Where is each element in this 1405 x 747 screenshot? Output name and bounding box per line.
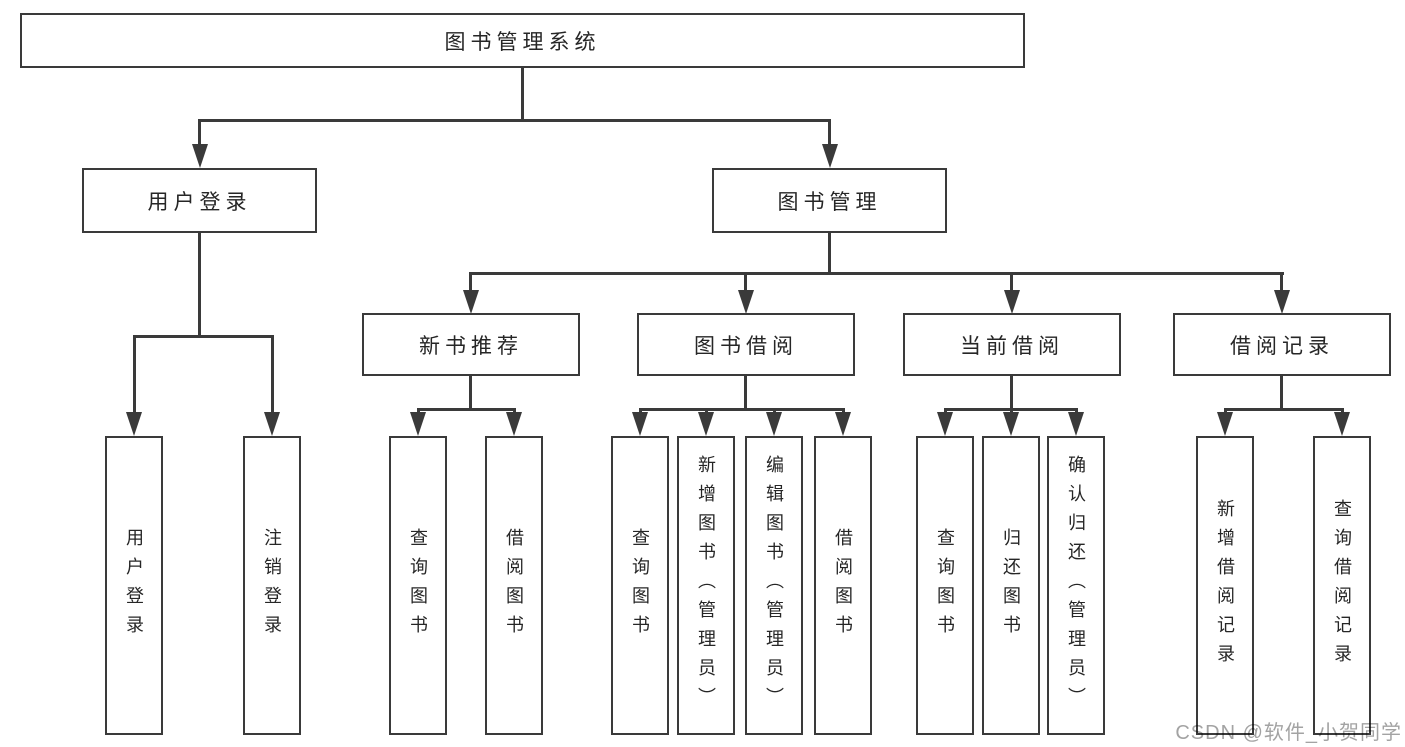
node-label: 新增图书（管理员） [696,455,716,716]
connector-line [828,233,831,274]
connector-line [1010,376,1013,410]
arrowhead [822,144,838,168]
node-library-system: 图书管理系统 [20,13,1025,68]
connector-line [521,68,524,121]
arrowhead [698,412,714,436]
leaf-edit-books-admin: 编辑图书（管理员） [745,436,803,735]
leaf-borrow-borrow-books: 借阅图书 [814,436,872,735]
arrowhead [937,412,953,436]
leaf-borrow-query-books: 查询图书 [611,436,669,735]
connector-line [1010,272,1013,292]
node-label: 图书管理系统 [444,30,601,54]
connector-line [198,233,201,337]
node-borrow-record: 借阅记录 [1173,313,1391,376]
leaf-logout: 注销登录 [243,436,301,735]
node-label: 查询图书 [935,527,955,644]
node-book-management: 图书管理 [712,168,947,233]
node-book-borrow: 图书借阅 [637,313,855,376]
node-label: 用户登录 [147,190,252,214]
node-label: 归还图书 [1001,527,1021,644]
connector-line [744,272,747,292]
connector-line [198,119,201,147]
arrowhead [410,412,426,436]
node-new-book-recommend: 新书推荐 [362,313,580,376]
node-label: 注销登录 [262,527,282,644]
node-label: 借阅记录 [1230,334,1334,358]
arrowhead [1003,412,1019,436]
arrowhead [766,412,782,436]
arrowhead [835,412,851,436]
node-user-login: 用户登录 [82,168,317,233]
arrowhead [1004,290,1020,314]
node-label: 查询图书 [630,527,650,644]
connector-line [198,119,831,122]
arrowhead [1068,412,1084,436]
connector-line [1280,376,1283,410]
arrowhead [463,290,479,314]
connector-line [1280,272,1283,292]
connector-line [469,272,472,292]
node-label: 当前借阅 [960,334,1064,358]
connector-line [639,408,845,411]
arrowhead [192,144,208,168]
watermark: CSDN @软件_小贺同学 [1175,722,1402,744]
leaf-current-query-books: 查询图书 [916,436,974,735]
arrowhead [1274,290,1290,314]
node-label: 确认归还（管理员） [1066,455,1086,716]
leaf-newbook-borrow-books: 借阅图书 [485,436,543,735]
leaf-confirm-return-admin: 确认归还（管理员） [1047,436,1105,735]
node-label: 借阅图书 [833,527,853,644]
connector-line [744,376,747,410]
node-label: 查询借阅记录 [1332,498,1352,673]
node-current-borrow: 当前借阅 [903,313,1121,376]
node-label: 查询图书 [408,527,428,644]
node-label: 新增借阅记录 [1215,498,1235,673]
node-label: 图书借阅 [694,334,798,358]
arrowhead [264,412,280,436]
node-label: 编辑图书（管理员） [764,455,784,716]
arrowhead [506,412,522,436]
connector-line [469,376,472,410]
arrowhead [126,412,142,436]
connector-line [470,272,1284,275]
node-label: 新书推荐 [419,334,523,358]
connector-line [1224,408,1344,411]
connector-line [133,335,136,415]
arrowhead [738,290,754,314]
connector-line [133,335,274,338]
leaf-add-books-admin: 新增图书（管理员） [677,436,735,735]
connector-line [417,408,516,411]
leaf-user-login: 用户登录 [105,436,163,735]
node-label: 借阅图书 [504,527,524,644]
node-label: 图书管理 [777,190,882,214]
arrowhead [1334,412,1350,436]
connector-line [828,119,831,147]
arrowhead [632,412,648,436]
node-label: 用户登录 [124,527,144,644]
leaf-return-books: 归还图书 [982,436,1040,735]
leaf-add-borrow-record: 新增借阅记录 [1196,436,1254,735]
leaf-newbook-query-books: 查询图书 [389,436,447,735]
leaf-query-borrow-record: 查询借阅记录 [1313,436,1371,735]
connector-line [271,335,274,415]
arrowhead [1217,412,1233,436]
